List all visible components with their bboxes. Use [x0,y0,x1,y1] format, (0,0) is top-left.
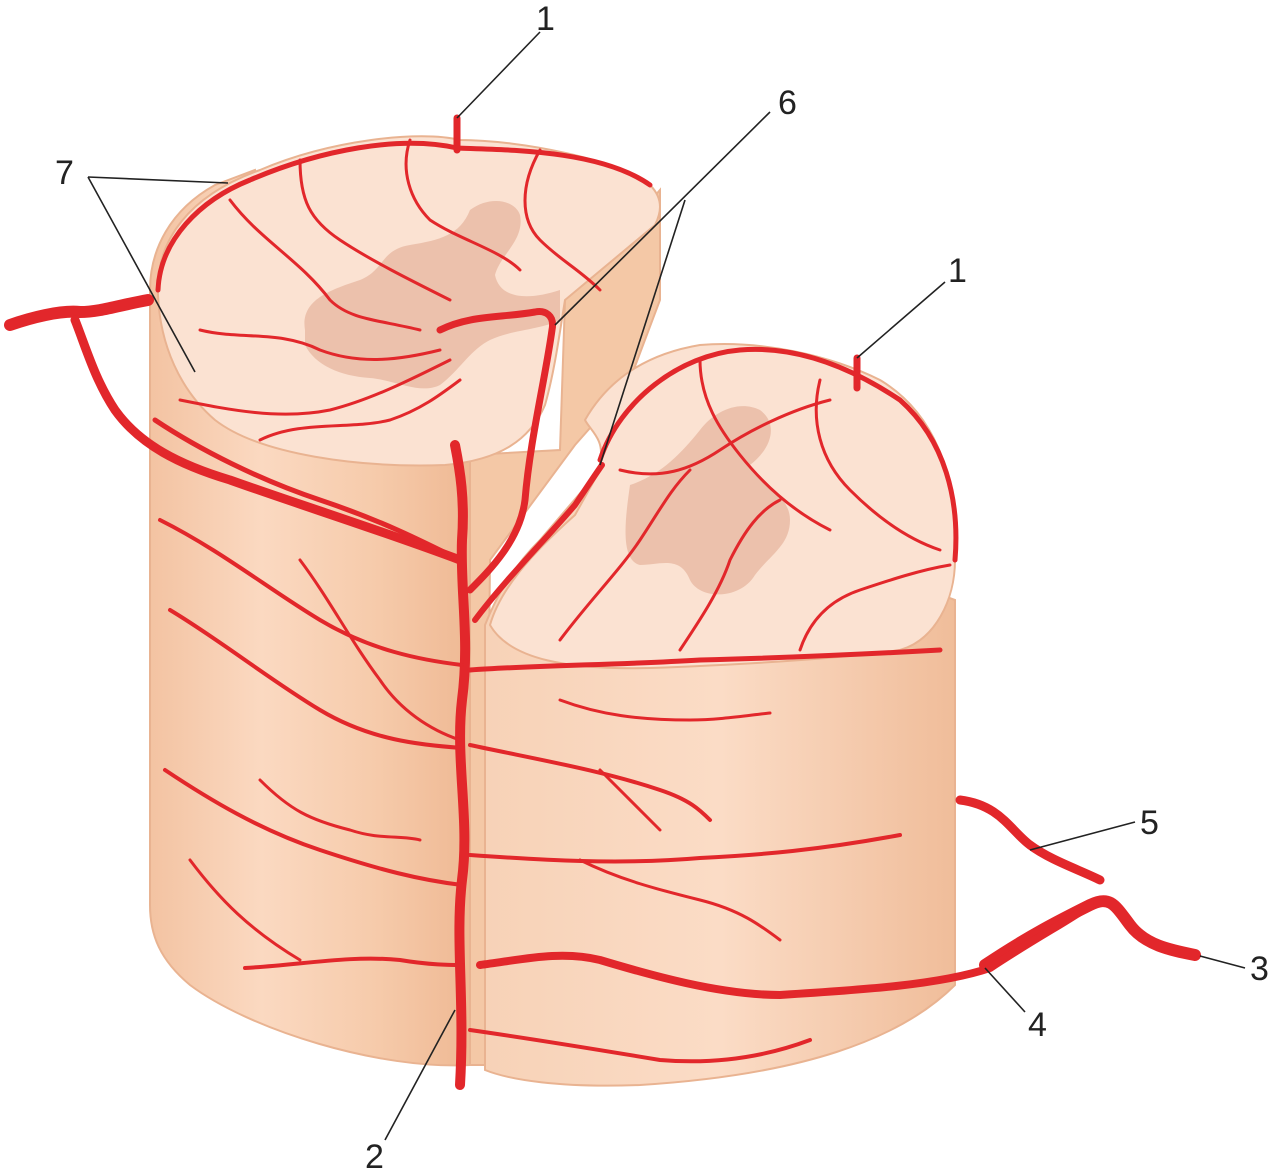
label-2: 2 [365,1138,384,1169]
leader-7a [87,176,229,184]
upper-face-branch [298,158,452,302]
vasocorona-lower [597,346,959,563]
vasocorona-7 [155,140,653,293]
left-radicular-branch [70,315,465,565]
label-6: 6 [778,84,797,122]
side-branch [168,608,464,750]
leader-3 [1199,955,1246,969]
leader-2 [384,1009,456,1141]
side-branch [468,1028,812,1064]
side-branch [188,858,302,962]
lower-cord-segment [484,343,957,1087]
lower-face-branch [618,398,832,476]
anterior-spinal-artery-2 [450,440,471,1090]
side-branch [558,698,772,722]
side-branch [152,417,463,563]
lower-face-branch [698,358,832,532]
label-3: 3 [1250,950,1269,988]
upper-gray-matter [304,200,560,389]
leader-4 [984,967,1026,1013]
side-branch [468,833,902,864]
label-1-right: 1 [948,252,967,290]
lower-gray-matter [625,406,790,595]
arteries [4,114,1201,1090]
side-branch [258,778,422,842]
lower-face-branch [798,563,952,652]
posterior-radicular-artery-5 [955,795,1105,885]
sulcal-artery-6b [472,462,605,623]
upper-face-branch [404,138,522,272]
side-branch [158,518,464,667]
leader-6b [599,199,686,466]
lower-face-branch [678,498,782,652]
left-radicular-artery [4,294,154,331]
label-4: 4 [1028,1006,1047,1044]
upper-cord-segment [149,135,661,1067]
segmental-artery-3 [979,895,1201,971]
anterior-radicular-artery-4 [476,901,1094,999]
upper-face-branch [198,328,442,361]
upper-face-branch [523,148,602,292]
label-7: 7 [55,154,74,192]
leader-7b [87,176,196,373]
sulcal-artery-6a [436,308,557,594]
upper-face-branch [228,198,422,332]
side-branch [468,743,712,822]
side-branch [163,768,464,887]
lower-face-branch [558,468,692,642]
labels: 1 1 2 3 4 5 6 7 [55,0,1269,1169]
side-branch [243,956,464,970]
side-branch [598,768,662,832]
leader-5 [1029,821,1136,851]
leader-1-right [856,281,946,359]
label-5: 5 [1140,804,1159,842]
side-branch [467,647,943,673]
label-1-top: 1 [536,0,555,38]
lower-face-branch [814,378,942,552]
upper-face-branch [178,358,452,416]
leader-1-top [456,31,541,119]
side-branch [578,858,782,942]
leader-6a [554,111,771,326]
upper-face-branch [258,378,462,442]
side-branch [298,558,462,742]
